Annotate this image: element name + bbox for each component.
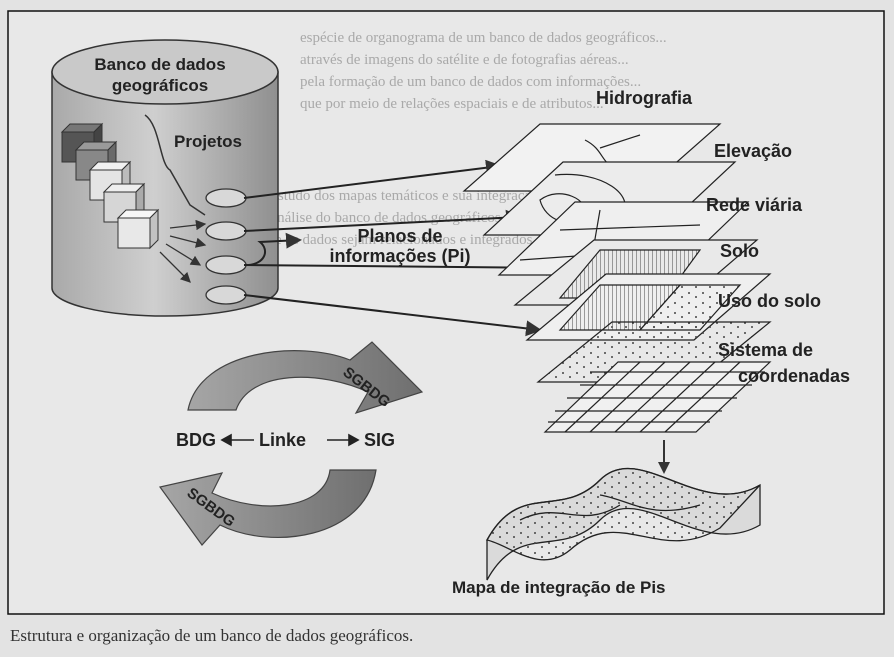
layer-label-rede-viaria: Rede viária <box>706 195 803 215</box>
bdg-label: BDG <box>176 430 216 450</box>
integration-down-arrow <box>658 440 670 474</box>
information-plane-ovals <box>205 188 247 305</box>
database-title-line1: Banco de dados <box>94 55 225 74</box>
cycle-top-arrow <box>187 341 424 415</box>
layer-label-solo: Solo <box>720 241 759 261</box>
background-text: espécie de organograma de um banco de da… <box>260 30 667 248</box>
planes-label-line2: informações (Pi) <box>329 246 470 266</box>
database-title-line2: geográficos <box>112 76 208 95</box>
link-arrows <box>220 433 360 447</box>
layer-label-elevacao: Elevação <box>714 141 792 161</box>
background-text-line: que por meio de relações espaciais e de … <box>300 96 604 112</box>
projects-brace <box>144 114 206 216</box>
project-cubes <box>60 122 160 250</box>
link-label: Linke <box>259 430 306 450</box>
layer-label-uso-do-solo: Uso do solo <box>718 291 821 311</box>
layer-sistema-coordenadas-grid <box>543 361 772 433</box>
background-text-line: espécie de organograma de um banco de da… <box>300 30 667 46</box>
layer-label-coordenadas: coordenadas <box>738 366 850 386</box>
background-text-line: através de imagens do satélite e de foto… <box>300 52 629 68</box>
background-text-line: que os dados sejam relacionados e integr… <box>260 232 544 248</box>
projects-label: Projetos <box>174 132 242 151</box>
background-text-line: pela formação de um banco de dados com i… <box>300 74 641 90</box>
sig-label: SIG <box>364 430 395 450</box>
result-label: Mapa de integração de Pis <box>452 578 666 597</box>
background-text-line: a análise do banco de dados geográficos … <box>260 210 562 226</box>
database-cylinder <box>51 39 279 317</box>
background-text-line: o estudo dos mapas temáticos e sua integ… <box>260 188 550 204</box>
cycle-bottom-arrow <box>158 469 377 546</box>
layer-label-sistema-de: Sistema de <box>718 340 813 360</box>
integration-map <box>486 467 761 581</box>
cube-to-plane-arrows <box>159 219 207 283</box>
layer-stack <box>462 123 772 433</box>
planes-label-line1: Planos de <box>357 226 442 246</box>
layer-label-hidrografia: Hidrografia <box>596 88 693 108</box>
figure-caption: Estrutura e organização de um banco de d… <box>10 626 414 645</box>
